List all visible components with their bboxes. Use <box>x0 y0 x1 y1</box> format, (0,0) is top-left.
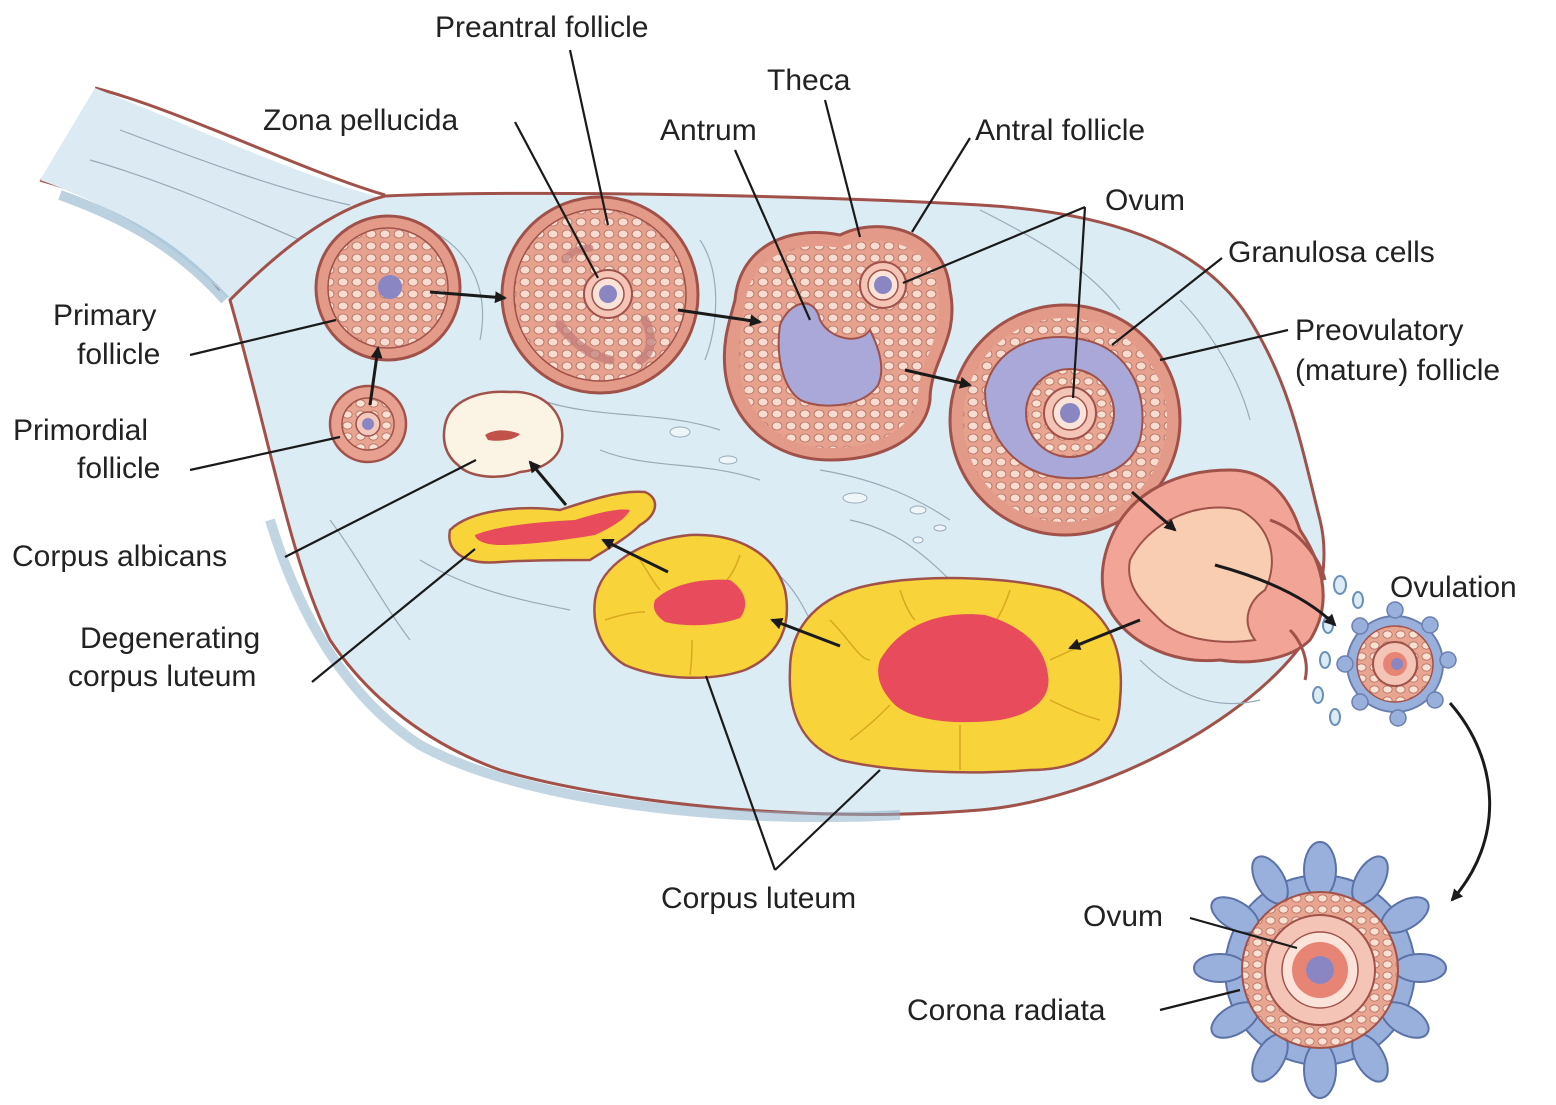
label-theca: Theca <box>767 64 851 97</box>
label-preantral-follicle: Preantral follicle <box>435 11 648 44</box>
label-preovulatory-line2: (mature) follicle <box>1295 354 1500 387</box>
label-primary-line2: follicle <box>77 338 160 371</box>
label-degenerating-line2: corpus luteum <box>68 660 256 693</box>
released-ovum <box>1337 602 1456 726</box>
label-corpus-luteum: Corpus luteum <box>661 882 856 915</box>
label-ovum-top: Ovum <box>1105 184 1185 217</box>
label-ovulation: Ovulation <box>1390 571 1517 604</box>
corpus-albicans <box>444 392 562 477</box>
label-primordial-line2: follicle <box>77 452 160 485</box>
label-preovulatory-line1: Preovulatory <box>1295 314 1463 347</box>
label-primordial-line1: Primordial <box>13 414 148 447</box>
label-antrum: Antrum <box>660 114 757 147</box>
preantral-follicle <box>502 197 698 393</box>
label-corpus-albicans: Corpus albicans <box>12 540 227 573</box>
label-zona-pellucida: Zona pellucida <box>263 104 458 137</box>
corpus-luteum-large <box>790 578 1121 772</box>
ovum-with-corona-radiata <box>1194 842 1446 1098</box>
antral-follicle <box>724 227 952 460</box>
label-ovum-bottom: Ovum <box>1083 900 1163 933</box>
label-primary-line1: Primary <box>53 299 156 332</box>
label-degenerating-line1: Degenerating <box>80 622 260 655</box>
primordial-follicle <box>330 386 406 462</box>
label-antral-follicle: Antral follicle <box>975 114 1145 147</box>
label-granulosa-cells: Granulosa cells <box>1228 236 1435 269</box>
primary-follicle <box>316 216 460 360</box>
label-corona-radiata: Corona radiata <box>907 994 1106 1027</box>
